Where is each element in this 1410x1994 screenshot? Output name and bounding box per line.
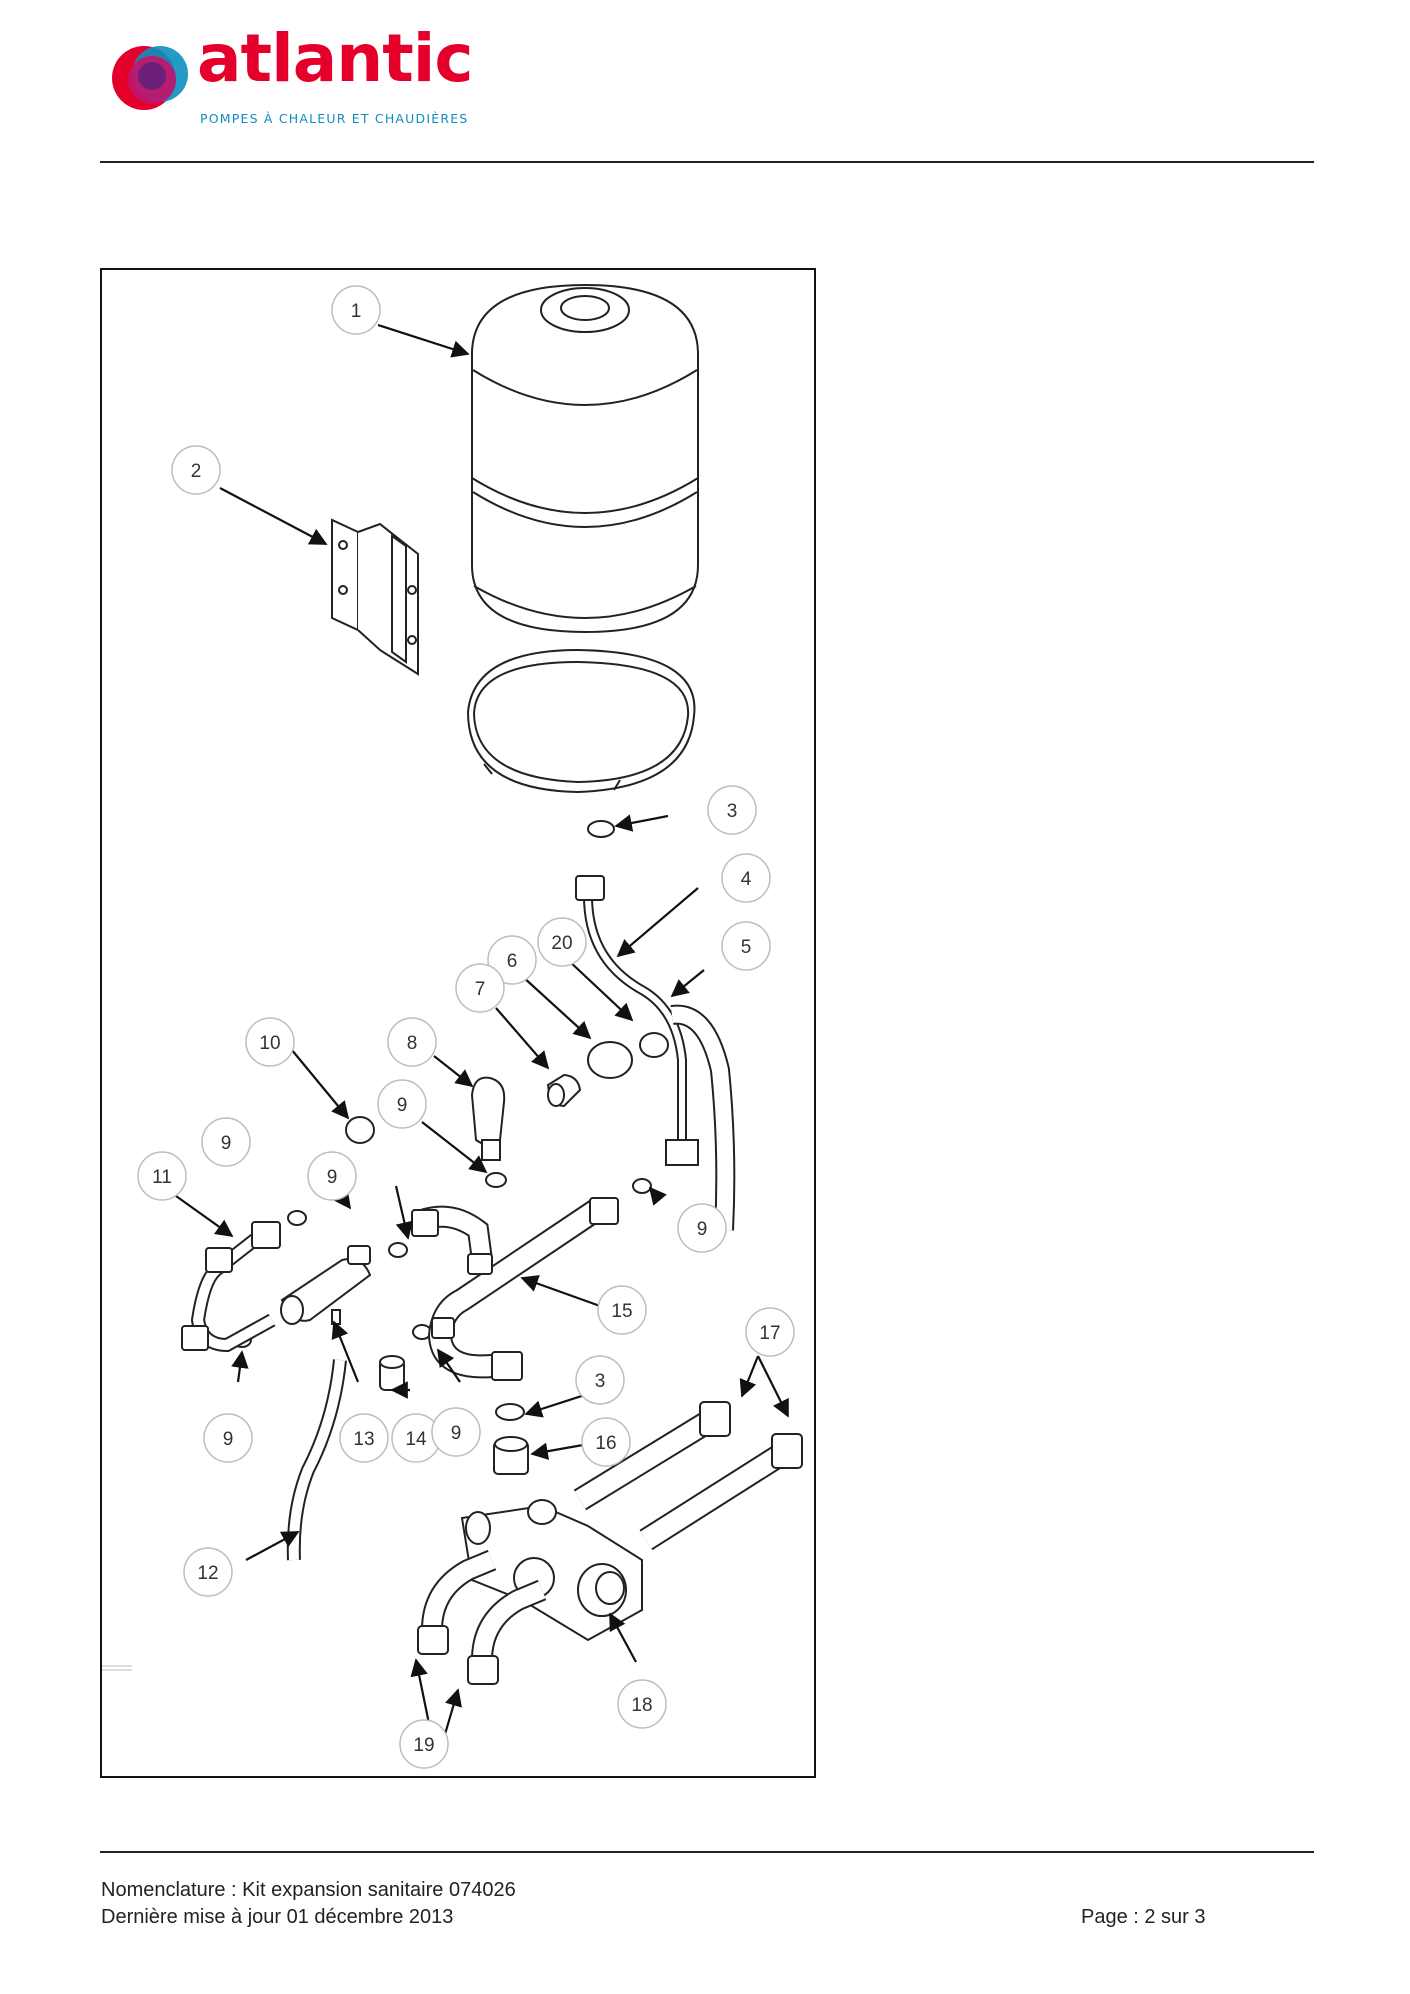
pipes-17 [573,1401,803,1551]
callout-label: 9 [697,1219,708,1240]
callout-14: 14 [391,1413,441,1463]
callout-9: 9 [307,1151,357,1201]
callout-15: 15 [597,1285,647,1335]
callout-16: 16 [581,1417,631,1467]
footer-nomenclature: Nomenclature : Kit expansion sanitaire 0… [101,1879,516,1901]
callout-label: 20 [551,933,572,954]
flexible-hose-4 [575,875,699,1166]
manifold-15 [411,1197,619,1381]
clamp-10 [345,1116,375,1144]
clamp-6 [587,1041,633,1079]
cap-14 [379,1355,405,1391]
callout-label: 9 [223,1429,234,1450]
callout-9: 9 [377,1079,427,1129]
callout-label: 9 [327,1167,338,1188]
logo-mark-icon [112,46,188,110]
footer-divider [100,1851,1314,1853]
washer-3b [495,1403,525,1421]
callout-3: 3 [575,1355,625,1405]
callout-9: 9 [431,1407,481,1457]
callout-label: 10 [259,1033,280,1054]
callout-label: 13 [353,1429,374,1450]
callout-18: 18 [617,1679,667,1729]
callout-label: 19 [413,1735,434,1756]
callout-2: 2 [171,445,221,495]
callout-5: 5 [721,921,771,971]
callout-label: 6 [507,951,518,972]
callout-label: 17 [759,1323,780,1344]
callout-3: 3 [707,785,757,835]
footer-last-update: Dernière mise à jour 01 décembre 2013 [101,1906,454,1928]
drain-hose-5 [670,1004,736,1231]
callout-label: 2 [191,461,202,482]
callout-17: 17 [745,1307,795,1357]
callout-13: 13 [339,1413,389,1463]
leader-arrows [161,323,789,1759]
relief-valve-8 [470,1076,506,1161]
callout-1: 1 [331,285,381,335]
clamp-20 [639,1032,669,1058]
callouts: 1 2 3 4 20 5 6 7 10 8 9 9 11 9 9 15 17 3… [137,285,795,1769]
callout-9: 9 [677,1203,727,1253]
diagram-canvas: 1 2 3 4 20 5 6 7 10 8 9 9 11 9 9 15 17 3… [102,283,803,1769]
callout-label: 7 [475,979,486,1000]
bent-pipe-11 [181,1221,281,1353]
callout-12: 12 [183,1547,233,1597]
callout-label: 16 [595,1433,616,1454]
small-hose-12 [286,1359,347,1561]
brand-name: atlantic [197,20,474,97]
callout-label: 9 [397,1095,408,1116]
exploded-diagram: 1 2 3 4 20 5 6 7 10 8 9 9 11 9 9 15 17 3… [100,268,816,1778]
callout-label: 18 [631,1695,652,1716]
callout-8: 8 [387,1017,437,1067]
callout-label: 14 [405,1429,427,1450]
reducer-16 [493,1436,529,1475]
brand-tagline: POMPES À CHALEUR ET CHAUDIÈRES [200,111,469,126]
callout-label: 11 [152,1167,172,1188]
callout-label: 12 [197,1563,218,1584]
callout-label: 9 [451,1423,462,1444]
callout-label: 3 [595,1371,606,1392]
washer-9a [485,1172,507,1188]
washer-9c [287,1210,307,1226]
mixing-valve-18 [460,1499,643,1642]
washer-9d [388,1242,408,1258]
callout-9: 9 [201,1117,251,1167]
page-number: Page : 2 sur 3 [1081,1906,1206,1928]
callout-6: 6 [487,935,537,985]
washer-9b [632,1178,652,1194]
callout-19: 19 [399,1719,449,1769]
callout-label: 3 [727,801,738,822]
wall-bracket [331,518,419,676]
callout-11: 11 [137,1151,187,1201]
callout-20: 20 [537,917,587,967]
washer-3a [587,820,615,838]
header-divider [100,161,1314,163]
callout-label: 5 [741,937,752,958]
callout-7: 7 [455,963,505,1013]
valve-13 [280,1245,372,1325]
fixing-strap [466,648,696,794]
expansion-vessel [471,283,699,634]
callout-10: 10 [245,1017,295,1067]
hose-fitting-7 [546,1073,582,1108]
elbows-19 [417,1549,547,1685]
callout-9: 9 [203,1413,253,1463]
callout-label: 9 [221,1133,232,1154]
callout-label: 15 [611,1301,632,1322]
callout-label: 4 [741,869,752,890]
callout-label: 8 [407,1033,418,1054]
callout-label: 1 [351,301,362,322]
atlantic-logo: atlantic POMPES À CHALEUR ET CHAUDIÈRES [112,26,492,128]
callout-4: 4 [721,853,771,903]
